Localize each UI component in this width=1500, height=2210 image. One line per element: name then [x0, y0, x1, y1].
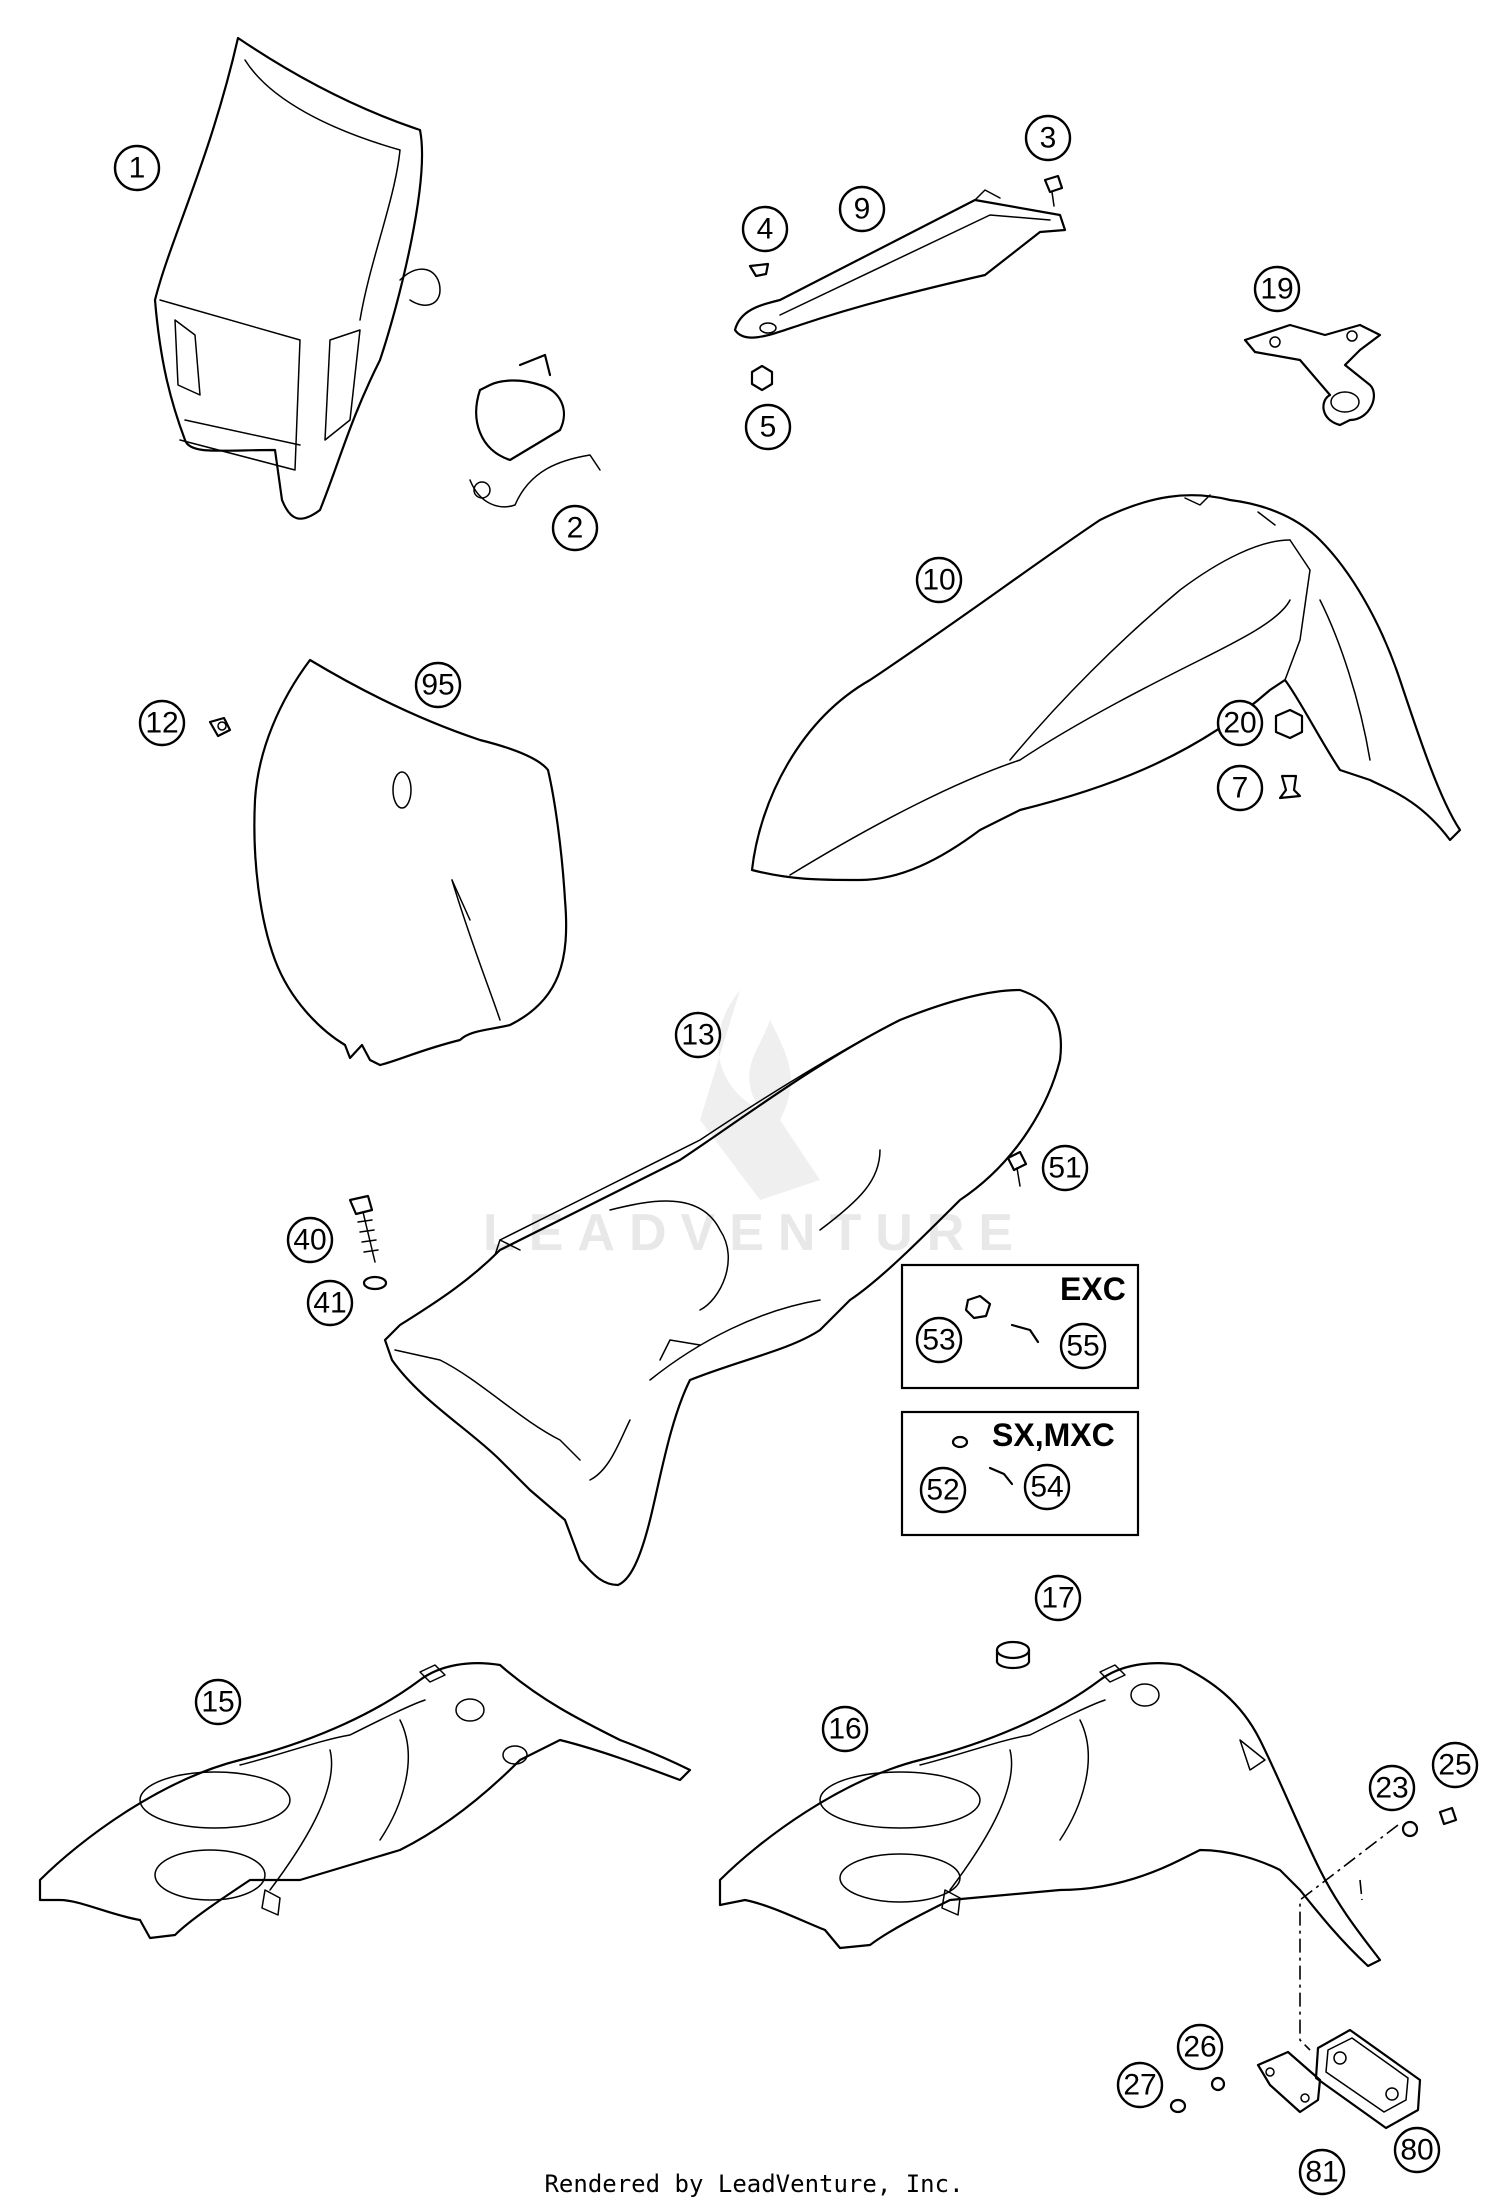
- screw-40: [348, 1194, 379, 1263]
- svg-text:81: 81: [1305, 2156, 1338, 2189]
- callout-4: 4: [741, 205, 789, 253]
- svg-text:9: 9: [854, 193, 871, 226]
- screw-25: [1438, 1806, 1458, 1826]
- svg-text:40: 40: [293, 1224, 326, 1257]
- bracket-81: [1256, 2050, 1322, 2114]
- callout-5: 5: [744, 403, 792, 451]
- callout-10: 10: [915, 556, 963, 604]
- svg-text:41: 41: [313, 1287, 346, 1320]
- nut-27: [1169, 2098, 1187, 2114]
- svg-text:23: 23: [1375, 1772, 1408, 1805]
- callout-9: 9: [838, 185, 886, 233]
- callout-40: 40: [286, 1216, 334, 1264]
- svg-text:95: 95: [421, 669, 454, 702]
- screw-54: [988, 1466, 1014, 1486]
- callout-95: 95: [414, 661, 462, 709]
- screw-4: [748, 262, 770, 278]
- svg-text:25: 25: [1438, 1749, 1471, 1782]
- svg-text:55: 55: [1066, 1330, 1099, 1363]
- callout-52: 52: [919, 1466, 967, 1514]
- callout-1: 1: [113, 144, 161, 192]
- front-fender-16: [718, 1662, 1382, 1968]
- grommet-17: [995, 1640, 1031, 1670]
- svg-text:15: 15: [201, 1686, 234, 1719]
- washer-41: [362, 1275, 388, 1291]
- svg-text:27: 27: [1123, 2069, 1156, 2102]
- svg-text:13: 13: [681, 1019, 714, 1052]
- fender-bracket: [1243, 323, 1382, 427]
- svg-text:52: 52: [926, 1474, 959, 1507]
- callout-53: 53: [915, 1316, 963, 1364]
- front-fender-15: [38, 1662, 692, 1940]
- callout-41: 41: [306, 1279, 354, 1327]
- callout-16: 16: [821, 1705, 869, 1753]
- callout-12: 12: [138, 699, 186, 747]
- svg-text:19: 19: [1260, 273, 1293, 306]
- callout-3: 3: [1024, 114, 1072, 162]
- callout-80: 80: [1393, 2126, 1441, 2174]
- footer-credit: Rendered by LeadVenture, Inc.: [544, 2170, 963, 2198]
- svg-text:17: 17: [1041, 1582, 1074, 1615]
- washer-23: [1401, 1820, 1419, 1838]
- callout-19: 19: [1253, 265, 1301, 313]
- callout-51: 51: [1041, 1144, 1089, 1192]
- callout-7: 7: [1216, 764, 1264, 812]
- nut-20: [1274, 708, 1304, 740]
- callout-27: 27: [1116, 2061, 1164, 2109]
- svg-text:53: 53: [922, 1324, 955, 1357]
- screw-55: [1010, 1323, 1040, 1344]
- svg-text:7: 7: [1232, 772, 1249, 805]
- nut-53: [964, 1294, 992, 1320]
- svg-text:3: 3: [1040, 122, 1057, 155]
- svg-text:26: 26: [1183, 2031, 1216, 2064]
- rear-fender: [383, 988, 1063, 1587]
- callout-20: 20: [1216, 699, 1264, 747]
- callout-15: 15: [194, 1678, 242, 1726]
- svg-text:4: 4: [757, 213, 774, 246]
- screw-3: [1043, 174, 1064, 207]
- callout-54: 54: [1023, 1463, 1071, 1511]
- callout-25: 25: [1431, 1741, 1479, 1789]
- callout-26: 26: [1176, 2023, 1224, 2071]
- screw-7: [1278, 774, 1302, 800]
- callout-17: 17: [1034, 1574, 1082, 1622]
- reflector-80: [1314, 2028, 1422, 2130]
- number-plate: [253, 658, 568, 1067]
- leader-line-2: [1359, 1879, 1363, 1901]
- screw-51: [1006, 1150, 1028, 1187]
- sx-mxc-label: SX,MXC: [992, 1417, 1115, 1453]
- exc-label: EXC: [1060, 1271, 1126, 1307]
- watermark: LEADVENTURE: [483, 990, 1027, 1262]
- svg-text:54: 54: [1030, 1471, 1063, 1504]
- leader-line: [1299, 1824, 1399, 2051]
- mounting-bracket: [733, 174, 1067, 392]
- callout-23: 23: [1368, 1764, 1416, 1812]
- callout-13: 13: [674, 1011, 722, 1059]
- headlight-mask: [153, 36, 441, 520]
- svg-text:2: 2: [567, 512, 584, 545]
- svg-text:12: 12: [145, 707, 178, 740]
- watermark-text: LEADVENTURE: [483, 1204, 1027, 1262]
- svg-text:10: 10: [922, 564, 955, 597]
- svg-text:20: 20: [1223, 707, 1256, 740]
- svg-text:80: 80: [1400, 2134, 1433, 2167]
- washer-26: [1210, 2076, 1226, 2092]
- nut-52: [951, 1435, 969, 1449]
- headlight-clamp: [469, 353, 601, 508]
- callout-55: 55: [1059, 1322, 1107, 1370]
- svg-text:1: 1: [129, 152, 146, 185]
- group-exc: EXC: [900, 1263, 1140, 1390]
- svg-text:5: 5: [760, 411, 777, 444]
- nut-5: [750, 364, 774, 392]
- screw-12: [208, 716, 232, 738]
- callout-2: 2: [551, 504, 599, 552]
- svg-text:51: 51: [1048, 1152, 1081, 1185]
- svg-text:16: 16: [828, 1713, 861, 1746]
- front-fender: [750, 494, 1462, 882]
- callout-81: 81: [1298, 2148, 1346, 2196]
